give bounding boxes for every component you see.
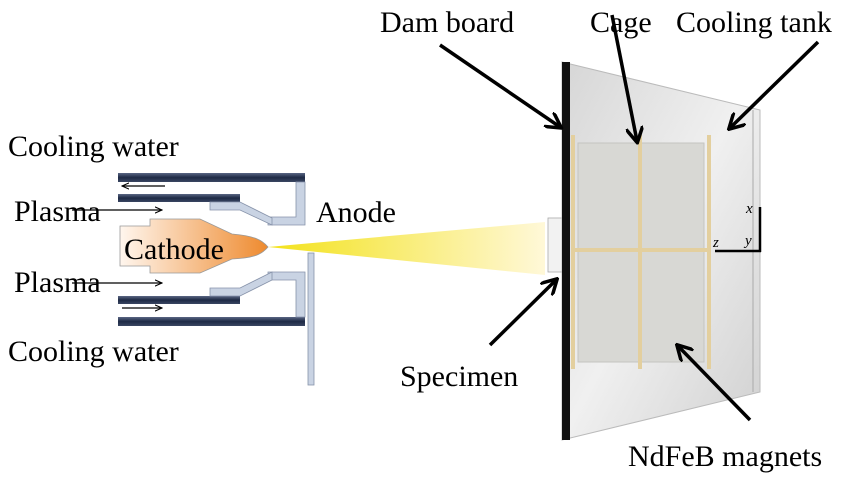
label-cathode: Cathode — [124, 233, 224, 266]
label-cooling-tank: Cooling tank — [676, 6, 832, 39]
cage-frame — [571, 135, 711, 369]
cooling-tank — [561, 61, 761, 441]
cathode-shape — [119, 218, 269, 274]
inner-bottom-wall — [118, 296, 240, 304]
plasma-jet — [268, 222, 545, 275]
outer-top-wall — [118, 173, 305, 182]
label-plasma-bottom: Plasma — [14, 266, 101, 299]
inner-top-wall — [118, 194, 240, 202]
label-cage: Cage — [590, 6, 652, 39]
label-cooling-water-top: Cooling water — [8, 130, 179, 163]
coordinate-axes: x y z — [712, 201, 762, 253]
label-specimen: Specimen — [400, 360, 518, 393]
label-dam-board: Dam board — [380, 6, 514, 39]
dam-board — [562, 62, 570, 440]
specimen-block — [547, 217, 563, 273]
axis-z-label: z — [712, 235, 719, 251]
plasma-torch — [72, 173, 315, 386]
anode-plate — [307, 252, 315, 386]
pointer-arrows — [439, 14, 820, 422]
outer-bottom-wall — [118, 317, 305, 326]
axis-x-label: x — [745, 201, 753, 217]
label-anode: Anode — [316, 196, 396, 229]
axis-y-label: y — [743, 233, 752, 249]
label-cooling-water-bottom: Cooling water — [8, 335, 179, 368]
label-ndfeb-magnets: NdFeB magnets — [628, 440, 822, 473]
label-plasma-top: Plasma — [14, 195, 101, 228]
